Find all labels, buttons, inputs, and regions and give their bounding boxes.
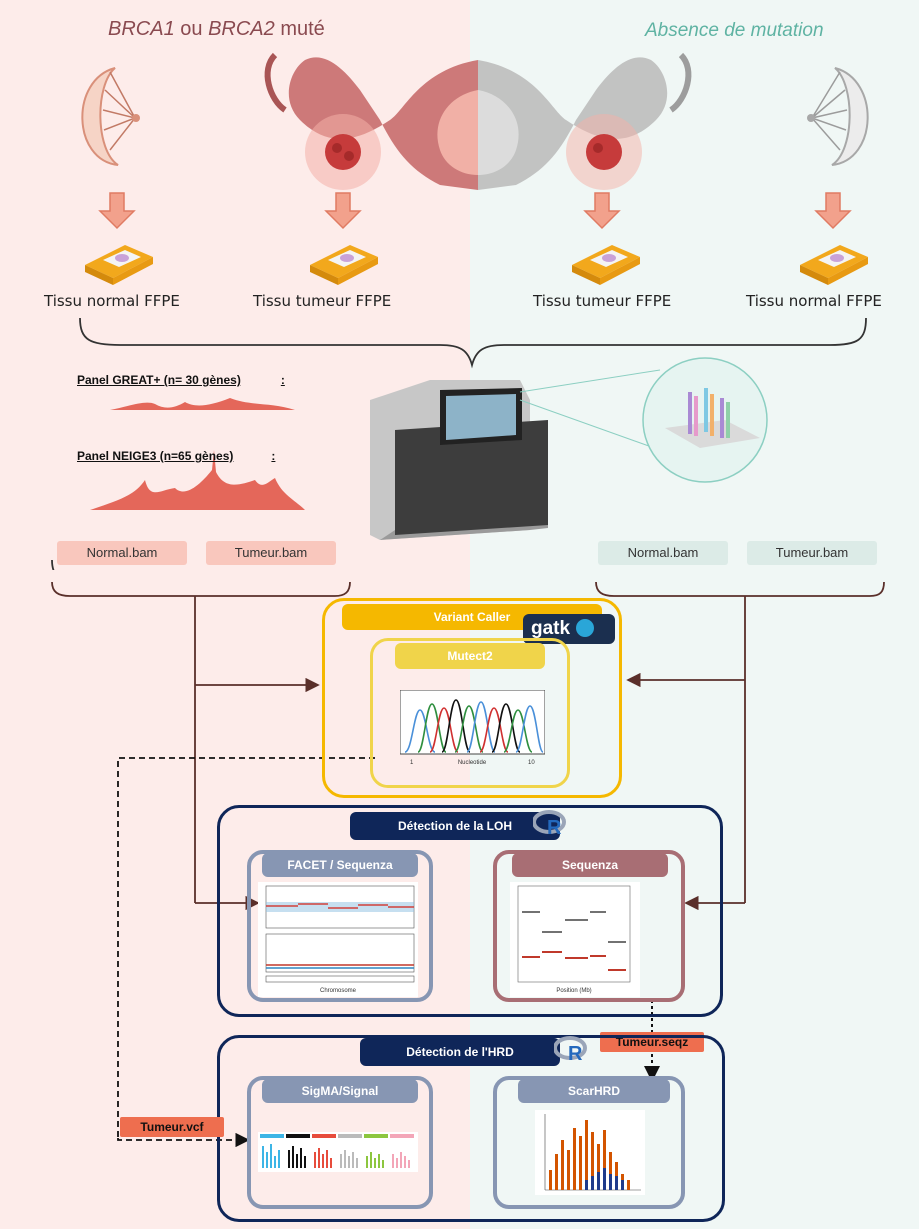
top-brace bbox=[79, 317, 867, 369]
gatk-logo-icon bbox=[576, 619, 595, 637]
sigma-box bbox=[247, 1076, 433, 1209]
chromatogram-x-label: Nucleotide bbox=[458, 760, 487, 766]
dna-cluster-icon bbox=[665, 388, 760, 448]
panel-neige-label: Panel NEIGE3 (n=65 gènes): bbox=[77, 449, 276, 463]
sample-label-4: Tissu normal FFPE bbox=[746, 292, 882, 310]
scarhrd-header: ScarHRD bbox=[518, 1079, 670, 1103]
loh-box bbox=[217, 805, 723, 1017]
tumor-bam-left: Tumeur.bam bbox=[206, 541, 336, 565]
r-logo-icon: R bbox=[553, 1036, 590, 1065]
mutated-title: BRCA1 ou BRCA2 muté bbox=[108, 18, 325, 40]
coverage-neige-icon bbox=[90, 450, 305, 510]
mutect-box bbox=[370, 638, 570, 788]
arrow-down-icon bbox=[98, 192, 852, 230]
normal-bam-left: Normal.bam bbox=[57, 541, 187, 565]
workflow-connectors bbox=[51, 581, 885, 1138]
svg-text:R: R bbox=[568, 1043, 583, 1064]
sequencing-section bbox=[51, 317, 867, 570]
anatomy-illustrations bbox=[81, 52, 869, 285]
breast-right-icon bbox=[807, 67, 869, 166]
sample-label-3: Tissu tumeur FFPE bbox=[533, 292, 672, 310]
panel-great-label: Panel GREAT+ (n= 30 gènes): bbox=[77, 373, 285, 387]
chromatogram: 1 Nucleotide 10 bbox=[400, 690, 545, 766]
sequenza-x-label: Position (Mb) bbox=[556, 988, 591, 994]
svg-text:R: R bbox=[547, 817, 562, 838]
uterus-non-mutated-icon bbox=[478, 52, 692, 191]
hrd-header: Détection de l'HRD bbox=[360, 1038, 560, 1066]
loh-header: Détection de la LOH bbox=[350, 812, 560, 840]
facet-plot: Chromosome bbox=[258, 882, 418, 997]
ffpe-cassette-icon bbox=[85, 245, 868, 285]
sigma-header: SigMA/Signal bbox=[262, 1079, 418, 1103]
coverage-great-icon bbox=[110, 398, 295, 410]
sample-label-2: Tissu tumeur FFPE bbox=[253, 292, 392, 310]
tumor-bam-right: Tumeur.bam bbox=[747, 541, 877, 565]
vcf-connector bbox=[117, 1132, 250, 1148]
sequenza-header: Sequenza bbox=[512, 853, 668, 877]
scarhrd-plot bbox=[535, 1110, 645, 1195]
scarhrd-box bbox=[493, 1076, 685, 1209]
chromatogram-x-end: 10 bbox=[528, 760, 535, 766]
sample-label-1: Tissu normal FFPE bbox=[44, 292, 180, 310]
facet-header: FACET / Sequenza bbox=[262, 853, 418, 877]
normal-bam-right: Normal.bam bbox=[598, 541, 728, 565]
sequenza-plot: Position (Mb) bbox=[510, 882, 640, 997]
chromatogram-x-start: 1 bbox=[410, 760, 414, 766]
vcf-file-tag: Tumeur.vcf bbox=[120, 1117, 224, 1137]
facet-box bbox=[247, 850, 433, 1002]
sequenza-box bbox=[493, 850, 685, 1002]
variant-caller-box bbox=[322, 598, 622, 798]
mutational-signature-plot bbox=[258, 1132, 418, 1172]
uterus-mutated-icon bbox=[264, 52, 478, 191]
r-logo-icon: R bbox=[532, 810, 569, 839]
breast-left-icon bbox=[81, 67, 140, 166]
mutect-header: Mutect2 bbox=[395, 643, 545, 669]
sequencer-icon bbox=[370, 380, 548, 540]
non-mutated-title: Absence de mutation bbox=[645, 20, 824, 41]
facet-x-label: Chromosome bbox=[320, 988, 357, 994]
